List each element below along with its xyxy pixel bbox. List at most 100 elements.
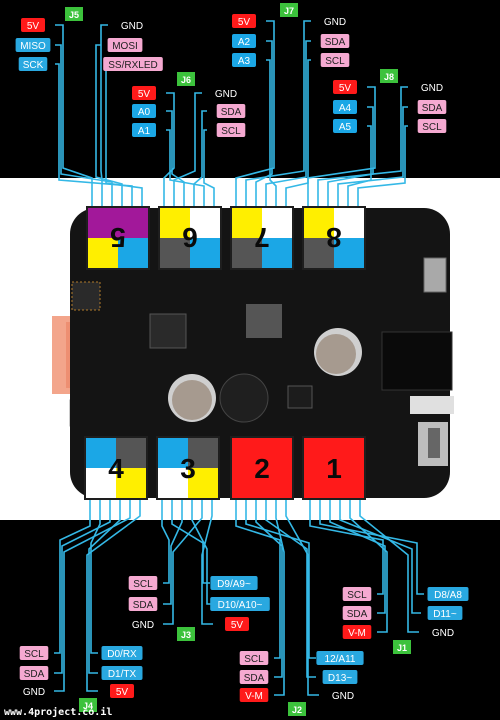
label-j1-3-text: D11~ <box>433 609 457 620</box>
label-j2-4: V-M <box>239 688 269 702</box>
wire-j3-0 <box>161 500 170 584</box>
wire-j8-2 <box>327 106 374 206</box>
port-7-q1 <box>232 208 262 238</box>
port-1-q3 <box>304 468 334 498</box>
port-5-q2 <box>118 208 148 238</box>
label-j4-1-text: D0/RX <box>107 649 137 660</box>
label-j7-2: A2 <box>232 34 256 48</box>
port-3-q2 <box>188 438 218 468</box>
jumper-j3-text: J3 <box>181 630 191 640</box>
label-j2-2-bg <box>239 670 269 684</box>
label-j6-3: SDA <box>216 104 246 118</box>
port-3-q3 <box>158 468 188 498</box>
label-j3-0: SCL <box>128 576 158 590</box>
label-j7-4: A3 <box>232 53 256 67</box>
label-j6-4-bg <box>132 123 156 137</box>
label-j6-5: SCL <box>216 123 246 137</box>
label-j4-4: GND <box>23 687 45 698</box>
label-j2-5-text: GND <box>332 691 354 702</box>
label-j2-0-bg <box>239 651 269 665</box>
jumper-j4-bg <box>79 698 97 712</box>
wire-j5-4 <box>55 63 133 206</box>
label-j6-4: A1 <box>132 123 156 137</box>
label-j2-5: GND <box>332 691 354 702</box>
label-j1-0: SCL <box>342 587 372 601</box>
label-j3-1-text: D9/A9~ <box>217 579 251 590</box>
label-j2-2: SDA <box>239 670 269 684</box>
port-4-number: 4 <box>108 453 124 484</box>
port-6-q3 <box>160 238 190 268</box>
label-j1-4-text: V-M <box>348 628 366 639</box>
wire-j2-4 <box>274 500 285 696</box>
label-j8-5: SCL <box>417 119 447 133</box>
label-j1-4: V-M <box>342 625 372 639</box>
label-j3-2: SDA <box>128 597 158 611</box>
label-j1-5-text: GND <box>432 628 454 639</box>
footer-url: www.4project.co.il <box>4 707 113 718</box>
wire-j6-4 <box>166 129 205 206</box>
wire-j2-1 <box>245 500 316 659</box>
port-5-number: 5 <box>110 222 126 253</box>
wire-j7-0 <box>235 20 275 206</box>
label-j3-5-bg <box>225 617 249 631</box>
header-right <box>410 396 454 414</box>
wire-j7-2 <box>255 40 273 206</box>
label-j8-4-bg <box>333 119 357 133</box>
jumper-j6: J6 <box>177 72 195 86</box>
power-jack <box>381 331 453 391</box>
wire-j8-5 <box>357 125 408 206</box>
label-j8-4: A5 <box>333 119 357 133</box>
label-j6-5-text: SCL <box>221 126 241 137</box>
label-j1-2-bg <box>342 606 372 620</box>
port-4-q3 <box>86 468 116 498</box>
label-j3-2-text: SDA <box>133 600 154 611</box>
port-6-number: 6 <box>182 222 198 253</box>
label-j8-2: A4 <box>333 100 357 114</box>
port-8-q1 <box>304 208 334 238</box>
port-4-q2 <box>116 438 146 468</box>
label-j7-5-bg <box>320 53 350 67</box>
jumper-j1: J1 <box>393 640 411 654</box>
micro-usb <box>423 257 447 293</box>
label-j6-1-text: GND <box>215 89 237 100</box>
wire-j8-4 <box>347 125 372 206</box>
wire-j5-3 <box>95 44 123 206</box>
label-j5-3-text: MOSI <box>112 41 138 52</box>
port-2-q2 <box>262 438 292 468</box>
wire-j2-0 <box>235 500 281 659</box>
label-j1-3-bg <box>427 606 463 620</box>
label-j4-0-text: SCL <box>24 649 44 660</box>
label-j6-3-text: SDA <box>221 107 242 118</box>
label-j1-0-text: SCL <box>347 590 367 601</box>
jumper-j4-text: J4 <box>83 701 93 711</box>
wire-j1-5 <box>359 500 419 633</box>
label-j2-3-text: D13~ <box>328 673 352 684</box>
label-j4-1-bg <box>101 646 143 660</box>
label-j2-2-text: SDA <box>244 673 265 684</box>
label-j5-5-text: SS/RXLED <box>108 60 157 71</box>
label-j8-3: SDA <box>417 100 447 114</box>
port-3-number: 3 <box>180 453 196 484</box>
jumper-j2: J2 <box>288 702 306 716</box>
driver-chip <box>246 304 282 338</box>
label-j4-3-text: D1/TX <box>108 669 137 680</box>
jumper-j5-text: J5 <box>69 10 79 20</box>
label-j8-4-text: A5 <box>339 122 352 133</box>
label-j2-0-text: SCL <box>244 654 264 665</box>
label-j1-1-bg <box>427 587 469 601</box>
jumper-j5-bg <box>65 7 83 21</box>
label-j4-5-text: 5V <box>116 687 129 698</box>
wire-j4-5 <box>86 500 141 692</box>
label-j8-0: 5V <box>333 80 357 94</box>
label-j7-1: GND <box>324 17 346 28</box>
header-pins <box>71 281 101 311</box>
port-1-q4 <box>334 468 364 498</box>
label-j4-2-bg <box>19 666 49 680</box>
label-j3-4-text: GND <box>132 620 154 631</box>
label-j6-0: 5V <box>132 86 156 100</box>
wire-j5-2 <box>55 44 113 206</box>
label-j1-1: D8/A8 <box>427 587 469 601</box>
label-j3-5-text: 5V <box>231 620 244 631</box>
